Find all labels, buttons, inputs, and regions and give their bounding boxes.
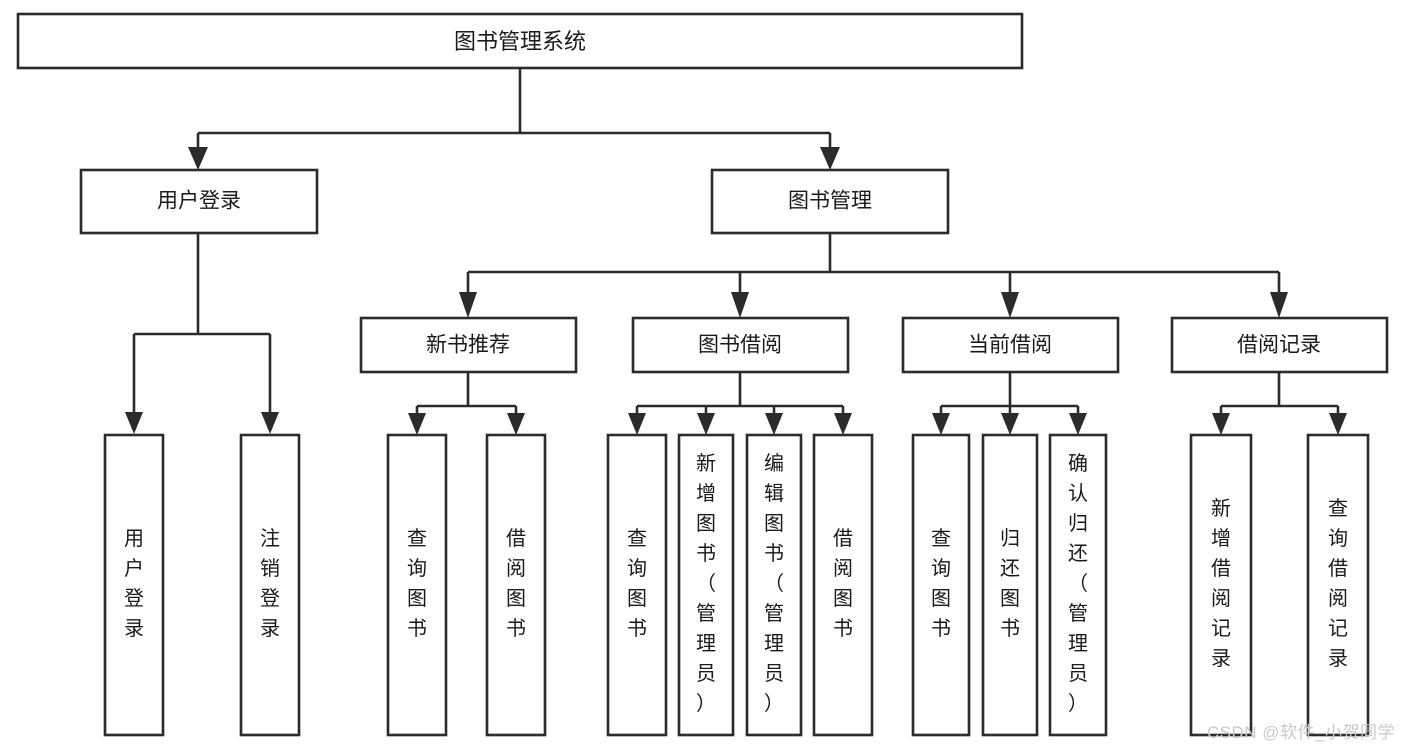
arrow-book-mgmt-to-borrow	[731, 292, 749, 318]
leaf-node-layer: 用户登录 注销登录 查询图书 借阅图书 查询图书 新增图书（管理员） 编辑图书（管理员） 借阅…	[103, 433, 1370, 737]
leaf-borrow-record-add-rect[interactable]	[1189, 433, 1253, 737]
leaf-current-borrow-query-rect[interactable]	[911, 433, 971, 737]
arrow-root-to-book-mgmt	[820, 147, 840, 170]
node-borrow-record-rect[interactable]	[1170, 316, 1389, 374]
leaf-book-borrow-add-label: 新增图书（管理员）	[696, 452, 716, 715]
connector-group-book-borrow	[628, 372, 852, 435]
leaf-borrow-record-add-label: 新增借阅记录	[1211, 497, 1231, 670]
leaf-new-book-query-label: 查询图书	[407, 527, 427, 640]
node-book-borrow[interactable]: 图书借阅	[631, 316, 850, 374]
leaf-new-book-query-rect[interactable]	[386, 433, 448, 737]
arrow-root-to-user-login	[188, 147, 208, 170]
connector-group-borrow-record	[1212, 372, 1347, 435]
leaf-book-borrow-edit[interactable]: 编辑图书（管理员）	[745, 433, 803, 737]
arrow-book-mgmt-to-current	[1001, 292, 1019, 318]
arrow-borrow-record-leaf-1	[1212, 413, 1230, 435]
node-current-borrow-label: 当前借阅	[968, 334, 1052, 357]
leaf-user-login-login[interactable]: 用户登录	[103, 433, 165, 737]
arrow-current-borrow-leaf-1	[932, 413, 950, 435]
csdn-watermark: CSDN @软件_小贺同学	[1206, 723, 1395, 742]
connector-group-current-borrow	[932, 372, 1087, 435]
leaf-book-borrow-lend[interactable]: 借阅图书	[812, 433, 874, 737]
node-book-management-label: 图书管理	[788, 190, 872, 213]
leaf-new-book-query[interactable]: 查询图书	[386, 433, 448, 737]
leaf-current-borrow-confirm-label: 确认归还（管理员）	[1068, 452, 1088, 715]
node-borrow-record-label: 借阅记录	[1237, 334, 1321, 357]
arrow-borrow-record-leaf-2	[1329, 413, 1347, 435]
leaf-borrow-record-query-label: 查询借阅记录	[1328, 497, 1348, 670]
leaf-new-book-borrow-label: 借阅图书	[506, 527, 526, 640]
leaf-current-borrow-query-label: 查询图书	[931, 527, 951, 640]
arrow-book-mgmt-to-new-book	[459, 292, 477, 318]
node-new-book-recommend[interactable]: 新书推荐	[359, 316, 578, 374]
arrow-user-login-leaf-1	[125, 412, 143, 434]
node-book-borrow-rect[interactable]	[631, 316, 850, 374]
leaf-book-borrow-edit-rect[interactable]	[745, 433, 803, 737]
leaf-book-borrow-edit-label: 编辑图书（管理员）	[764, 452, 784, 715]
leaf-new-book-borrow[interactable]: 借阅图书	[485, 433, 547, 737]
arrow-current-borrow-leaf-3	[1069, 413, 1087, 435]
arrow-book-borrow-leaf-1	[628, 413, 646, 435]
leaf-current-borrow-return-label: 归还图书	[1000, 527, 1020, 640]
leaf-book-borrow-lend-label: 借阅图书	[833, 527, 853, 640]
arrow-book-borrow-leaf-2	[697, 413, 715, 435]
leaf-book-borrow-add[interactable]: 新增图书（管理员）	[677, 433, 735, 737]
node-current-borrow-rect[interactable]	[901, 316, 1120, 374]
arrow-book-mgmt-to-record	[1270, 292, 1288, 318]
node-user-login-label: 用户登录	[157, 190, 241, 213]
connector-group-new-book	[408, 372, 525, 435]
node-new-book-recommend-label: 新书推荐	[426, 334, 510, 357]
leaf-new-book-borrow-rect[interactable]	[485, 433, 547, 737]
node-borrow-record[interactable]: 借阅记录	[1170, 316, 1389, 374]
connector-group-root	[188, 68, 840, 170]
leaf-user-login-logout-label: 注销登录	[260, 527, 280, 640]
node-user-login-rect[interactable]	[79, 168, 319, 235]
node-book-borrow-label: 图书借阅	[698, 334, 782, 357]
node-root-title-rect[interactable]	[16, 12, 1024, 70]
node-root-title-label: 图书管理系统	[454, 29, 586, 54]
leaf-user-login-login-rect[interactable]	[103, 433, 165, 737]
leaf-user-login-login-label: 用户登录	[124, 528, 144, 640]
leaf-current-borrow-confirm[interactable]: 确认归还（管理员）	[1048, 433, 1108, 737]
arrow-new-book-leaf-2	[507, 413, 525, 435]
leaf-user-login-logout-rect[interactable]	[239, 433, 301, 737]
leaf-book-borrow-query[interactable]: 查询图书	[606, 433, 668, 737]
node-root-title[interactable]: 图书管理系统	[16, 12, 1024, 70]
arrow-current-borrow-leaf-2	[1001, 413, 1019, 435]
leaf-book-borrow-query-rect[interactable]	[606, 433, 668, 737]
leaf-book-borrow-add-rect[interactable]	[677, 433, 735, 737]
leaf-user-login-logout[interactable]: 注销登录	[239, 433, 301, 737]
node-user-login[interactable]: 用户登录	[79, 168, 319, 235]
connector-group-user-login	[125, 233, 279, 434]
node-new-book-recommend-rect[interactable]	[359, 316, 578, 374]
arrow-user-login-leaf-2	[261, 412, 279, 434]
leaf-current-borrow-return[interactable]: 归还图书	[981, 433, 1039, 737]
leaf-borrow-record-query-rect[interactable]	[1306, 433, 1370, 737]
node-book-management[interactable]: 图书管理	[710, 168, 950, 235]
leaf-current-borrow-confirm-rect[interactable]	[1048, 433, 1108, 737]
arrow-book-borrow-leaf-3	[765, 413, 783, 435]
arrow-new-book-leaf-1	[408, 413, 426, 435]
node-book-management-rect[interactable]	[710, 168, 950, 235]
leaf-book-borrow-query-label: 查询图书	[627, 527, 647, 640]
arrow-book-borrow-leaf-4	[834, 413, 852, 435]
node-current-borrow[interactable]: 当前借阅	[901, 316, 1120, 374]
leaf-current-borrow-return-rect[interactable]	[981, 433, 1039, 737]
leaf-borrow-record-add[interactable]: 新增借阅记录	[1189, 433, 1253, 737]
leaf-borrow-record-query[interactable]: 查询借阅记录	[1306, 433, 1370, 737]
leaf-book-borrow-lend-rect[interactable]	[812, 433, 874, 737]
leaf-current-borrow-query[interactable]: 查询图书	[911, 433, 971, 737]
connector-group-book-mgmt	[459, 233, 1288, 318]
